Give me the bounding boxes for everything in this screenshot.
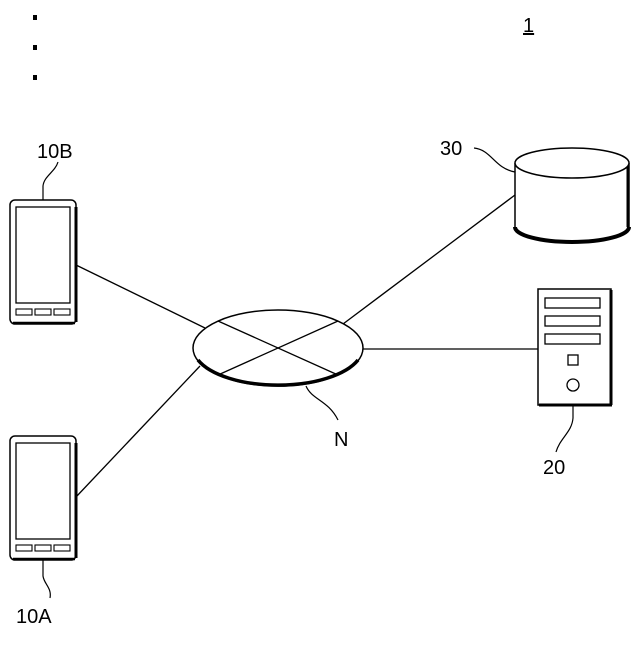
- leader-20: [556, 405, 573, 452]
- smartphone-icon: [10, 436, 76, 560]
- figure-number: 1: [523, 15, 534, 37]
- link-network-30: [343, 195, 515, 324]
- leader-n: [306, 386, 338, 420]
- ellipsis-dots: [33, 15, 37, 80]
- smartphone-icon: [10, 200, 76, 324]
- server-tower-icon: [538, 289, 612, 405]
- leader-30: [474, 148, 515, 172]
- label-terminal-10a: 10A: [16, 606, 52, 628]
- link-10a-network: [76, 366, 200, 497]
- leader-10a: [43, 560, 50, 598]
- network-ellipse-icon: [193, 310, 363, 386]
- label-database-30: 30: [440, 138, 462, 160]
- label-network-n: N: [334, 429, 348, 451]
- link-10b-network: [76, 265, 205, 328]
- database-cylinder-icon: [515, 148, 629, 242]
- label-terminal-10b: 10B: [37, 141, 73, 163]
- leader-10b: [43, 162, 58, 200]
- label-server-20: 20: [543, 457, 565, 479]
